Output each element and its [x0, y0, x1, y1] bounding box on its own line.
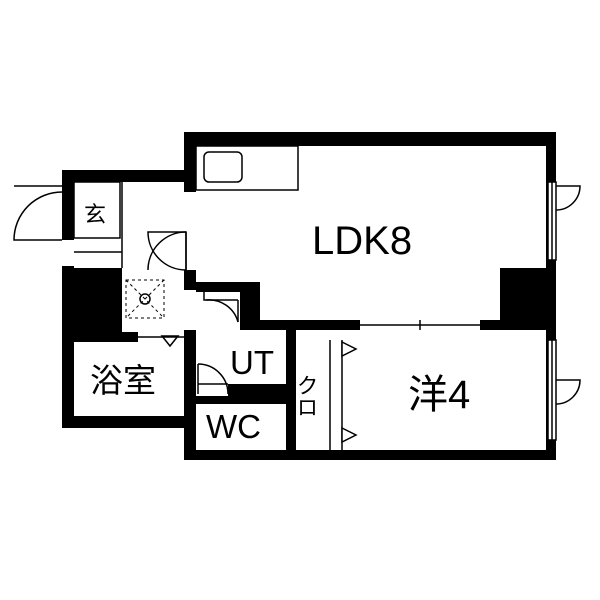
bath-door-marker — [160, 335, 180, 348]
wall-ldk-bottom-left — [240, 320, 360, 330]
room-label-toilet: WC — [206, 408, 261, 445]
room-label-western: 洋4 — [408, 373, 470, 417]
western-balcony-door — [555, 379, 581, 405]
wc-door-arc — [197, 363, 229, 395]
wall-bath-bottom — [62, 416, 196, 428]
ldk-door-arc — [147, 231, 187, 271]
wall-ldk-step — [240, 282, 260, 330]
room-label-closet: クロ — [294, 374, 319, 418]
pipe-shaft-right — [500, 268, 556, 328]
ldk-door — [147, 231, 187, 271]
wall-bath-ut — [184, 330, 196, 410]
entrance-shoe-box — [73, 181, 121, 239]
wall-ldk-step-top — [196, 282, 260, 292]
wall-ut-wc — [196, 396, 286, 404]
pipe-shaft-left — [62, 268, 122, 338]
wall-entrance-top — [62, 170, 196, 182]
wall-top — [184, 132, 556, 146]
closet-door-marker-top — [341, 340, 358, 358]
room-label-utility: UT — [230, 344, 274, 381]
kitchen-sink — [203, 151, 243, 183]
room-label-ldk: LDK8 — [312, 219, 412, 263]
wall-left-mid — [184, 270, 196, 290]
ut-door-frame — [203, 292, 238, 301]
entrance-door — [13, 191, 63, 241]
washer-space — [125, 279, 165, 319]
washer-drain — [139, 293, 151, 305]
wall-wc-left — [184, 410, 196, 460]
wall-left-upper — [184, 132, 196, 192]
wall-ut-bottom — [228, 384, 286, 396]
ldk-balcony-door — [555, 185, 581, 211]
closet-door-marker-bottom — [341, 426, 358, 444]
room-label-bath: 浴室 — [90, 362, 156, 399]
wall-entrance-left-top — [62, 170, 74, 240]
washer-x2 — [125, 279, 165, 319]
room-label-entrance: 玄 — [84, 202, 106, 227]
wall-ut-right — [286, 330, 296, 460]
wall-bottom — [184, 450, 556, 460]
wall-ldk-bottom-right — [480, 320, 556, 330]
ut-door-arc — [205, 299, 239, 323]
wall-bath-top — [62, 332, 138, 342]
